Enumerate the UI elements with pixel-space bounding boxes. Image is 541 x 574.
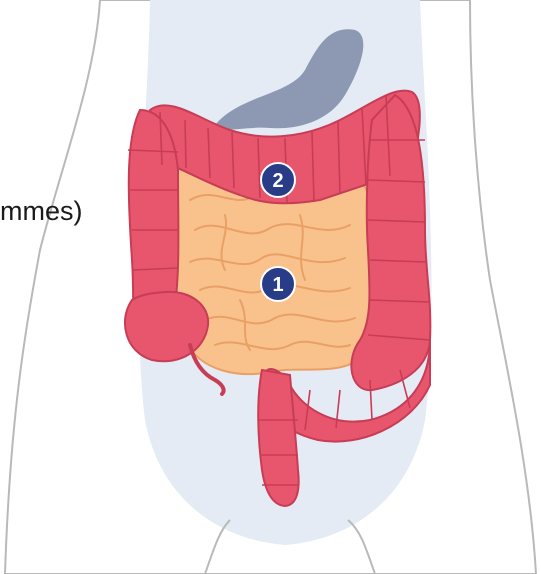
marker-2-label: 2	[272, 170, 283, 192]
marker-1-label: 1	[272, 274, 283, 296]
marker-2: 2	[261, 163, 295, 197]
cut-off-label: mmes)	[0, 198, 83, 225]
marker-1: 1	[261, 267, 295, 301]
